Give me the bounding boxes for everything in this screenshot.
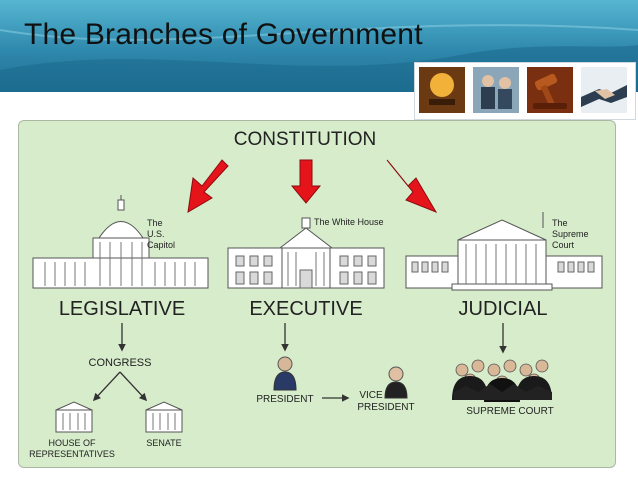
congress-label: CONGRESS [89, 357, 152, 369]
president-label: PRESIDENT [256, 394, 313, 405]
white-house-caption: The White House [314, 217, 384, 227]
arrow-to-senate [119, 371, 148, 402]
diagram-panel [18, 120, 616, 468]
legislative-label: LEGISLATIVE [59, 298, 185, 320]
slide-title: The Branches of Government [24, 18, 423, 51]
vice-president-label-line2: PRESIDENT [357, 402, 414, 413]
house-label-line2: REPRESENTATIVES [29, 449, 115, 459]
gavel-icon [527, 67, 573, 113]
lamp-icon [419, 67, 465, 113]
executive-label: EXECUTIVE [249, 298, 362, 320]
capitol-caption-line3: Capitol [147, 240, 175, 250]
court-caption-line3: Court [552, 240, 575, 250]
house-label-line1: HOUSE OF [48, 438, 96, 448]
justices-group-icon [452, 359, 552, 402]
red-arrow-judicial [386, 159, 438, 214]
senate-building-icon [145, 401, 183, 433]
supreme-court-label: SUPREME COURT [466, 406, 554, 417]
vice-president-label-line1: VICE [359, 390, 383, 401]
president-figure-icon [273, 356, 297, 391]
white-house-icon [227, 217, 385, 289]
house-building-icon [55, 401, 93, 433]
constitution-label: CONSTITUTION [234, 129, 377, 150]
meeting-icon [473, 67, 519, 113]
red-arrow-executive [290, 159, 322, 204]
photo-strip [414, 62, 636, 120]
capitol-caption-line2: U.S. [147, 229, 165, 239]
senate-label: SENATE [146, 438, 181, 448]
handshake-icon [581, 67, 627, 113]
arrow-to-house [92, 371, 121, 402]
vice-president-figure-icon [384, 366, 408, 399]
judicial-label: JUDICIAL [459, 298, 548, 320]
capitol-building-icon [32, 195, 209, 289]
red-arrow-legislative [187, 159, 229, 213]
court-caption-line1: The [552, 218, 568, 228]
supreme-court-icon [405, 212, 603, 291]
court-caption-line2: Supreme [552, 229, 589, 239]
capitol-caption-line1: The [147, 218, 163, 228]
